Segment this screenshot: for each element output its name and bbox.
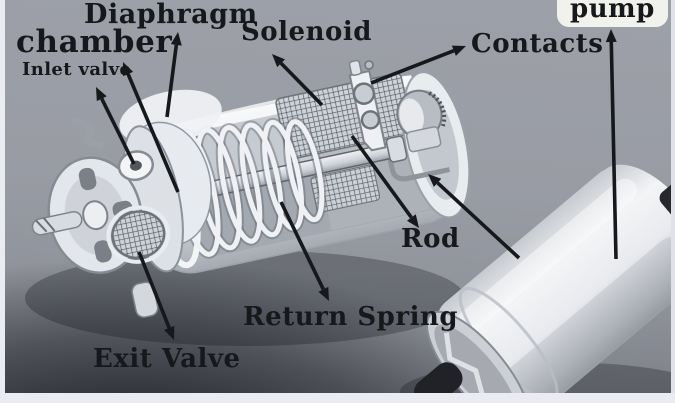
- exit-valve-mesh: [111, 210, 166, 260]
- arrow-head: [318, 286, 329, 301]
- frame-right: [671, 0, 675, 403]
- arrow-line: [165, 44, 179, 118]
- contact-screw: [348, 59, 362, 76]
- arrow-line: [370, 49, 455, 85]
- cutaway-shadow: [25, 250, 465, 346]
- arrow-pump-to-cutaway: [428, 174, 521, 260]
- coil-ring: [239, 122, 284, 238]
- cutaway-pump-illustration: [31, 59, 471, 318]
- arrow-line: [100, 97, 136, 165]
- arrow-head: [123, 62, 134, 77]
- arrow-head: [164, 325, 175, 340]
- arrow-return-spring: [279, 201, 329, 301]
- disc-slot: [78, 167, 97, 191]
- arrow-exit-valve: [137, 251, 175, 340]
- arrow-head: [451, 45, 466, 56]
- arrow-head: [96, 87, 107, 102]
- top-clamp: [69, 116, 105, 150]
- shaft-threads: [35, 217, 56, 233]
- lead-wire: [386, 151, 451, 182]
- arrow-rod: [350, 134, 419, 228]
- arrow-head: [170, 32, 182, 46]
- contacts-part: [348, 59, 387, 152]
- arrow-solenoid: [272, 54, 324, 107]
- armature-horn: [396, 89, 447, 153]
- arrow-head: [428, 174, 442, 187]
- disc-slot: [94, 240, 112, 263]
- lower-winding-mesh: [310, 164, 381, 213]
- arrow-line: [436, 181, 521, 260]
- horn-ribs: [428, 91, 447, 128]
- arrow-contacts: [370, 45, 466, 85]
- arrow-line: [609, 41, 618, 260]
- contact-boss-upper: [352, 82, 376, 105]
- frame-left: [0, 0, 5, 403]
- arrow-line: [137, 251, 171, 329]
- horn-base: [405, 126, 442, 153]
- pump-body: [436, 167, 675, 403]
- contact-boss-lower: [360, 110, 381, 130]
- arrow-inlet-valve: [96, 87, 136, 165]
- arrow-line: [126, 73, 180, 193]
- frame-bottom: [0, 393, 675, 403]
- arrow-line: [279, 62, 324, 107]
- disc-hub: [82, 200, 109, 231]
- arrow-head: [406, 214, 419, 228]
- coil-ring: [284, 119, 325, 223]
- arrow-chamber: [123, 62, 180, 193]
- arrow-line: [279, 201, 325, 291]
- arrow-diaphragm: [165, 32, 182, 118]
- outlet-nipple-stem: [659, 180, 675, 222]
- coil-ring: [217, 125, 263, 244]
- pump-body-lower-shade: [494, 236, 675, 403]
- horn-face: [399, 98, 424, 135]
- arrow-line: [350, 134, 413, 219]
- arrow-head: [605, 29, 617, 43]
- pump-head: [31, 89, 222, 318]
- contact-point: [364, 60, 374, 70]
- arrow-pump: [605, 29, 618, 260]
- arrow-head: [272, 54, 286, 68]
- rod-end-fitting: [385, 135, 408, 163]
